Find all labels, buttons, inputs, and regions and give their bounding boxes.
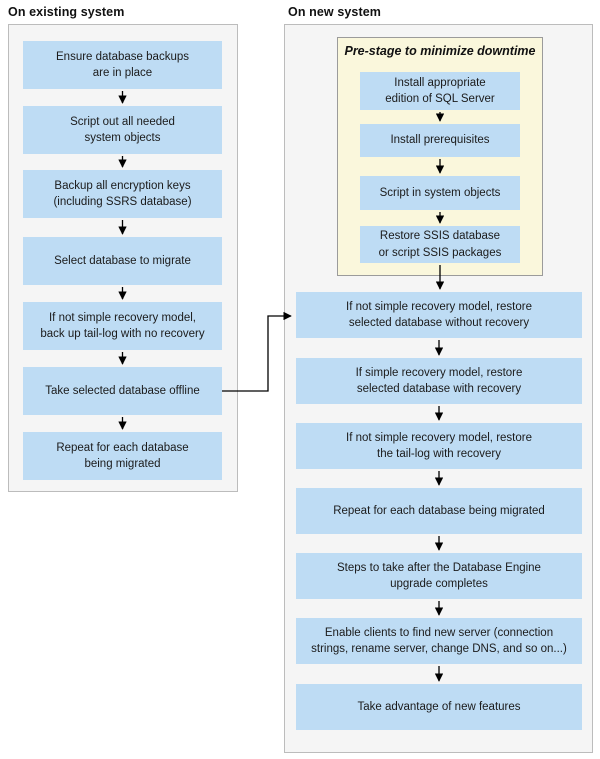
flow-step-post-upgrade-steps: Steps to take after the Database Engine …: [296, 553, 582, 599]
flow-step-repeat-existing: Repeat for each database being migrated: [23, 432, 222, 480]
flow-step-script-out-objects: Script out all needed system objects: [23, 106, 222, 154]
prestage-title: Pre-stage to minimize downtime: [344, 44, 536, 58]
flow-step-ensure-backups: Ensure database backups are in place: [23, 41, 222, 89]
flow-step-install-prereqs: Install prerequisites: [360, 124, 520, 157]
flow-step-backup-keys: Backup all encryption keys (including SS…: [23, 170, 222, 218]
existing-system-title: On existing system: [8, 5, 125, 19]
flow-step-backup-taillog: If not simple recovery model, back up ta…: [23, 302, 222, 350]
flow-step-enable-clients: Enable clients to find new server (conne…: [296, 618, 582, 664]
flow-step-new-features: Take advantage of new features: [296, 684, 582, 730]
flow-step-script-in-objects: Script in system objects: [360, 176, 520, 210]
flow-step-take-offline: Take selected database offline: [23, 367, 222, 415]
flow-step-restore-with-recovery: If simple recovery model, restore select…: [296, 358, 582, 404]
new-system-title: On new system: [288, 5, 381, 19]
flow-step-repeat-new: Repeat for each database being migrated: [296, 488, 582, 534]
flow-step-restore-ssis: Restore SSIS database or script SSIS pac…: [360, 226, 520, 263]
flow-step-restore-without-recovery: If not simple recovery model, restore se…: [296, 292, 582, 338]
flow-step-restore-taillog: If not simple recovery model, restore th…: [296, 423, 582, 469]
flow-step-select-database: Select database to migrate: [23, 237, 222, 285]
flow-step-install-sql: Install appropriate edition of SQL Serve…: [360, 72, 520, 110]
